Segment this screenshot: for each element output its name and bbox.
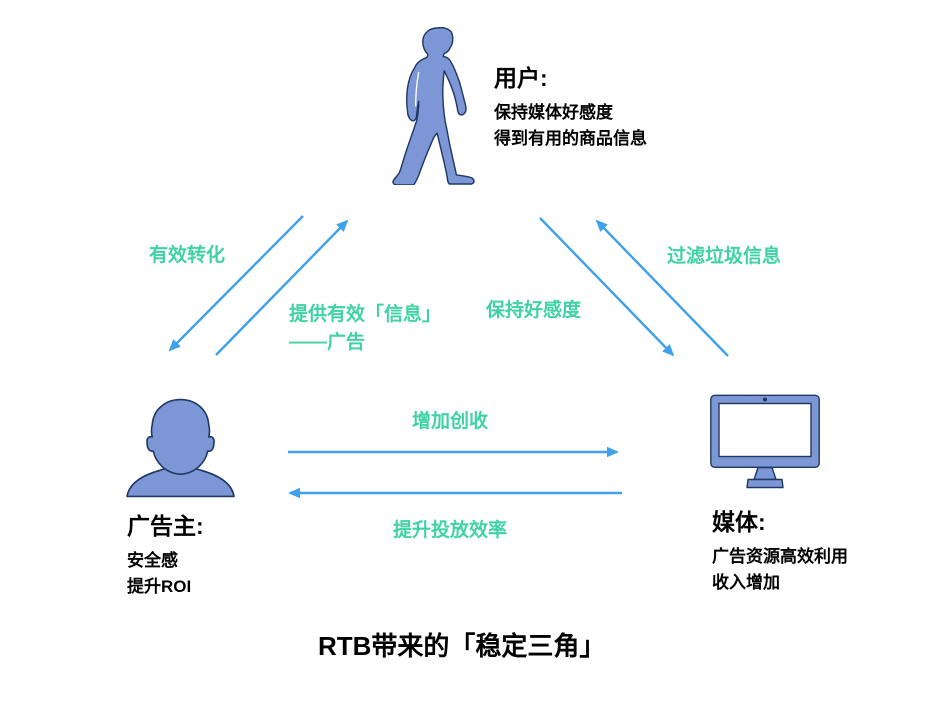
person-bust-icon [124,397,237,499]
user-goal-line: 得到有用的商品信息 [494,129,647,148]
user-goals: 保持媒体好感度 得到有用的商品信息 [494,100,647,152]
edge-label-line: ——广告 [289,332,366,353]
advertiser-title: 广告主: [127,513,204,539]
media-label-block: 媒体: 广告资源高效利用 收入增加 [712,508,848,596]
advertiser-goal-line: 提升ROI [127,577,192,596]
advertiser-label-block: 广告主: 安全感 提升ROI [127,512,204,600]
user-label-block: 用户: 保持媒体好感度 得到有用的商品信息 [494,64,647,152]
monitor-icon [710,394,820,489]
media-goal-line: 广告资源高效利用 [712,547,848,566]
advertiser-goals: 安全感 提升ROI [127,548,204,600]
edge-label-user-to-advertiser: 有效转化 [149,245,226,266]
arrow-user-to-media [539,217,675,357]
media-goals: 广告资源高效利用 收入增加 [712,544,848,596]
arrow-advertiser-to-user [215,219,349,356]
user-goal-line: 保持媒体好感度 [494,103,613,122]
diagram-caption: RTB带来的「稳定三角」 [318,631,606,661]
arrow-media-to-user [595,219,729,357]
media-title: 媒体: [712,509,766,535]
advertiser-goal-line: 安全感 [127,551,178,570]
edge-label-media-to-advertiser: 提升投放效率 [393,520,508,541]
user-title: 用户: [494,65,548,91]
media-goal-line: 收入增加 [712,573,780,592]
edge-label-user-to-media: 保持好感度 [486,300,582,321]
edge-label-media-to-user: 过滤垃圾信息 [667,246,782,267]
edge-label-line: 提供有效「信息」 [289,304,442,325]
arrow-user-to-advertiser [168,215,304,352]
edge-label-advertiser-to-media: 增加创收 [412,411,489,432]
walking-person-icon [392,27,476,185]
edge-label-advertiser-to-user: 提供有效「信息」 ——广告 [289,301,441,357]
